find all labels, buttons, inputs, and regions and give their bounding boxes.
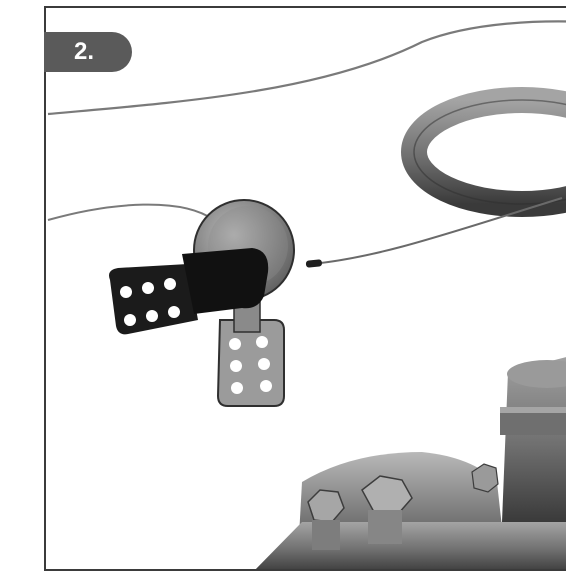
valve-handwheel xyxy=(414,100,566,204)
cable-end-ferrule xyxy=(306,259,323,268)
illustration-frame xyxy=(44,6,566,571)
step-number-badge: 2. xyxy=(44,32,132,72)
flange-bolt xyxy=(308,490,344,550)
valve-body xyxy=(500,352,566,522)
lockout-cable-left xyxy=(48,205,214,220)
cable-lockout-device xyxy=(109,200,294,406)
lockout-illustration xyxy=(46,8,566,571)
